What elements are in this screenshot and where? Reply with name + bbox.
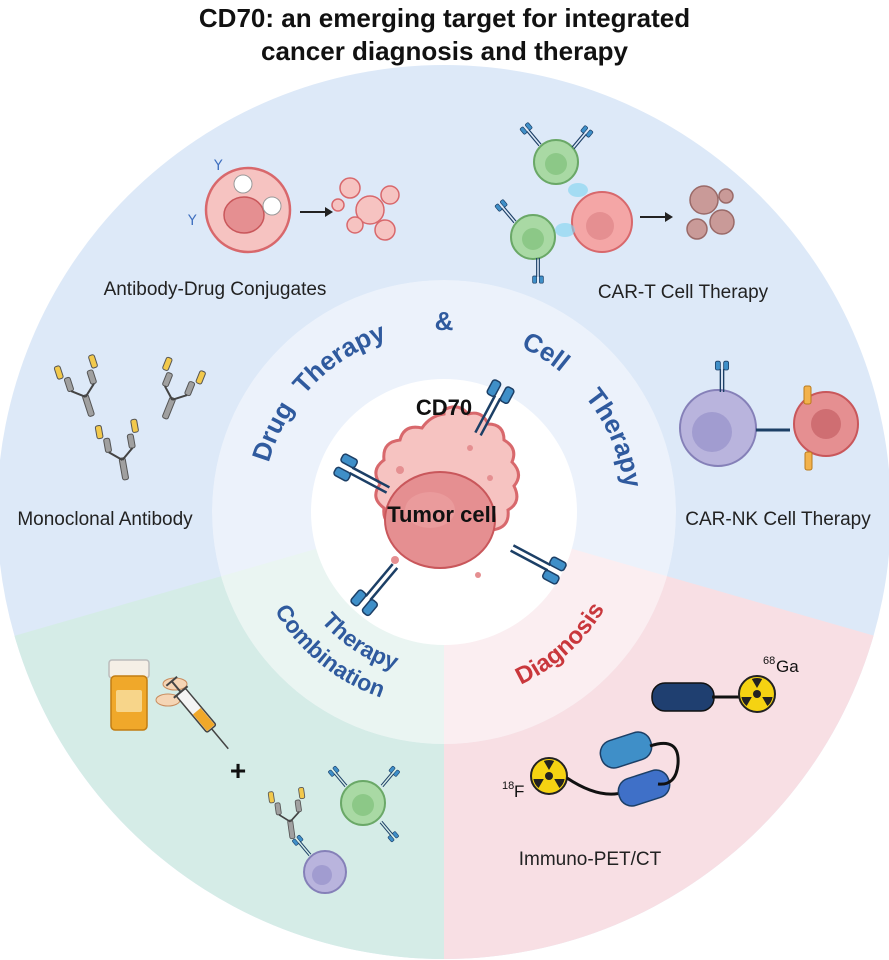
tumor-cell-label: Tumor cell (387, 502, 497, 527)
page-title: CD70: an emerging target for integrated … (0, 2, 889, 68)
cd70-label: CD70 (416, 395, 472, 420)
plus-sign: + (230, 755, 246, 786)
radioactive-icon (530, 757, 568, 795)
immuno-pet-label: Immuno-PET/CT (519, 849, 662, 870)
f-mass-number: 18 (502, 780, 514, 792)
title-line-1: CD70: an emerging target for integrated (198, 3, 691, 33)
radioactive-icon (738, 675, 776, 713)
tumor-cell-illustration (331, 377, 569, 618)
monoclonal-label: Monoclonal Antibody (17, 509, 193, 530)
syringe-icon (165, 676, 229, 750)
antibody-icon: Y (213, 158, 223, 174)
adc-label: Antibody-Drug Conjugates (104, 279, 327, 300)
car-nk-illustration (679, 360, 859, 471)
pill-bottle-illustration (108, 659, 188, 731)
title-line-2: cancer diagnosis and therapy (260, 36, 628, 66)
adc-illustration: Y Y (187, 158, 400, 254)
ring-label-ampersand: & (435, 306, 454, 336)
arrow-icon (665, 212, 673, 222)
f-symbol: F (514, 782, 524, 801)
arrow-icon (325, 207, 333, 217)
car-t-label: CAR-T Cell Therapy (598, 282, 769, 303)
car-t-illustration (494, 121, 735, 284)
immuno-pet-illustration (530, 675, 776, 807)
car-nk-label: CAR-NK Cell Therapy (685, 509, 871, 530)
antibody-icon: Y (187, 213, 197, 229)
ga-mass-number: 68 (763, 655, 775, 667)
ga-symbol: Ga (776, 657, 799, 676)
combination-cells-illustration (267, 765, 401, 894)
